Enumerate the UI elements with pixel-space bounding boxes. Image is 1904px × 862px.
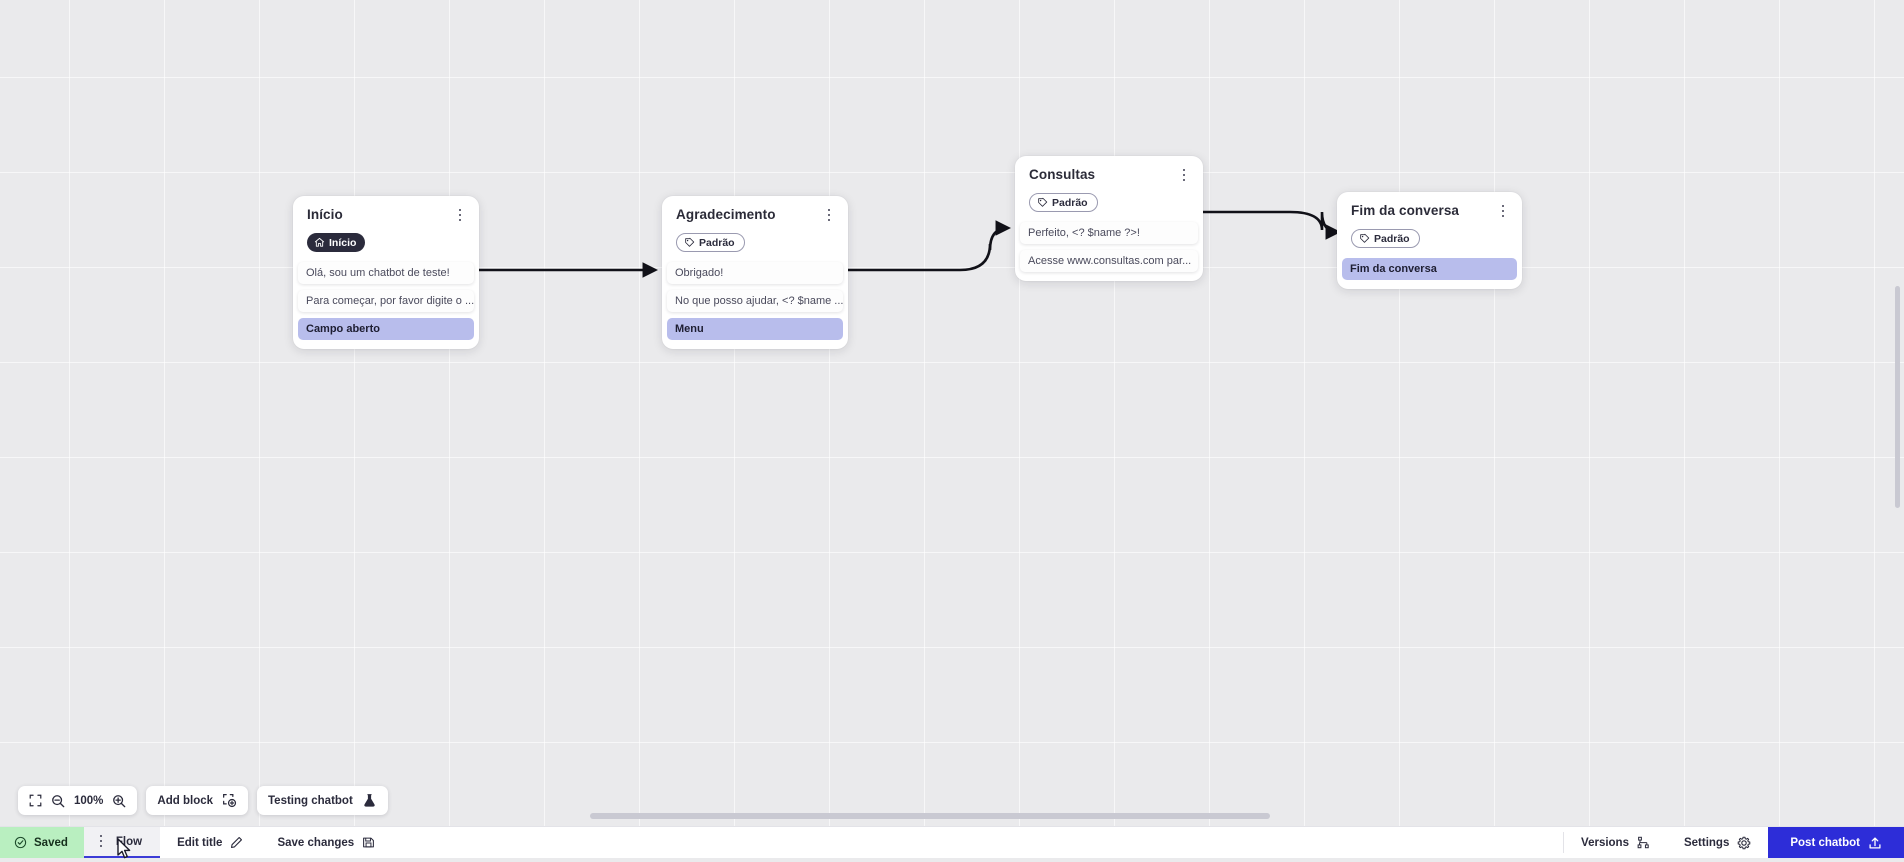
settings-label: Settings <box>1684 837 1729 849</box>
flow-node-agradecimento[interactable]: Agradecimento Padrão Obrigado! No que po… <box>662 196 848 349</box>
node-tags: Padrão <box>662 224 848 253</box>
add-block-icon <box>222 793 237 808</box>
fit-screen-icon[interactable] <box>29 794 42 807</box>
saved-status-badge: Saved <box>0 827 84 858</box>
node-tag-label: Padrão <box>699 237 735 249</box>
node-tag-label: Padrão <box>1374 233 1410 245</box>
edit-title-button[interactable]: Edit title <box>160 827 260 858</box>
node-title: Consultas <box>1029 167 1095 183</box>
node-tag-inicio[interactable]: Início <box>307 233 365 252</box>
floppy-icon <box>362 836 375 849</box>
node-tags: Padrão <box>1337 220 1522 249</box>
save-changes-button[interactable]: Save changes <box>260 827 392 858</box>
bottom-status-bar: Saved Flow Edit title Save changes <box>0 826 1904 858</box>
zoom-controls: 100% <box>18 786 137 815</box>
node-header: Fim da conversa <box>1337 203 1522 220</box>
node-row[interactable]: Obrigado! <box>667 262 843 284</box>
node-row[interactable]: Acesse www.consultas.com par... <box>1020 250 1198 272</box>
versions-label: Versions <box>1581 837 1629 849</box>
node-row[interactable]: Perfeito, <? $name ?>! <box>1020 222 1198 244</box>
flow-edges-layer <box>0 0 1904 826</box>
add-block-label: Add block <box>157 795 213 807</box>
tag-icon <box>1359 233 1370 244</box>
node-menu-icon[interactable] <box>1496 202 1510 220</box>
node-tags: Início <box>293 224 479 253</box>
node-rows: Olá, sou um chatbot de teste! Para começ… <box>293 262 479 340</box>
flow-canvas[interactable]: Início Início Olá, sou um chatbot de tes… <box>0 0 1904 826</box>
node-header: Agradecimento <box>662 207 848 224</box>
tag-icon <box>684 237 695 248</box>
canvas-toolbar: 100% Add block Testing chatbot <box>18 786 388 815</box>
flow-node-fim-da-conversa[interactable]: Fim da conversa Padrão Fim da conversa <box>1337 192 1522 289</box>
edge-agradecimento-to-consultas <box>848 228 1008 270</box>
flow-node-consultas[interactable]: Consultas Padrão Perfeito, <? $name ?>! … <box>1015 156 1203 281</box>
statusbar-left-group: Saved Flow Edit title Save changes <box>0 827 392 858</box>
branch-icon <box>1637 836 1650 849</box>
node-tag-padrao[interactable]: Padrão <box>1029 193 1098 212</box>
home-icon <box>314 237 325 248</box>
gear-icon <box>1737 836 1751 850</box>
node-tags: Padrão <box>1015 184 1203 213</box>
node-title: Início <box>307 207 343 223</box>
node-tag-label: Início <box>329 237 356 249</box>
flask-icon <box>362 793 377 808</box>
save-changes-label: Save changes <box>277 837 354 849</box>
testing-chatbot-label: Testing chatbot <box>268 795 353 807</box>
statusbar-right-group: Versions Settings Post chatbot <box>1563 827 1904 858</box>
settings-button[interactable]: Settings <box>1667 827 1768 858</box>
vertical-scrollbar[interactable] <box>1895 286 1900 508</box>
saved-status-label: Saved <box>34 837 68 849</box>
zoom-level-label: 100% <box>74 795 103 807</box>
node-rows: Fim da conversa <box>1337 258 1522 280</box>
node-row[interactable]: Para começar, por favor digite o ... <box>298 290 474 312</box>
check-circle-icon <box>14 836 27 849</box>
node-tag-label: Padrão <box>1052 197 1088 209</box>
tab-flow[interactable]: Flow <box>84 827 160 858</box>
node-rows: Perfeito, <? $name ?>! Acesse www.consul… <box>1015 222 1203 272</box>
node-menu-icon[interactable] <box>822 206 836 224</box>
node-row[interactable]: Olá, sou um chatbot de teste! <box>298 262 474 284</box>
flow-node-inicio[interactable]: Início Início Olá, sou um chatbot de tes… <box>293 196 479 349</box>
node-title: Fim da conversa <box>1351 203 1459 219</box>
node-tag-padrao[interactable]: Padrão <box>676 233 745 252</box>
add-block-button[interactable]: Add block <box>146 786 248 815</box>
zoom-out-icon[interactable] <box>51 794 65 808</box>
node-menu-icon[interactable] <box>1177 166 1191 184</box>
edit-title-label: Edit title <box>177 837 222 849</box>
node-tag-padrao[interactable]: Padrão <box>1351 229 1420 248</box>
post-chatbot-label: Post chatbot <box>1790 837 1860 849</box>
node-title: Agradecimento <box>676 207 776 223</box>
node-header: Início <box>293 207 479 224</box>
node-row[interactable]: Menu <box>667 318 843 340</box>
tag-icon <box>1037 197 1048 208</box>
versions-button[interactable]: Versions <box>1564 827 1667 858</box>
tab-flow-label: Flow <box>116 836 142 848</box>
testing-chatbot-button[interactable]: Testing chatbot <box>257 786 388 815</box>
horizontal-scrollbar[interactable] <box>590 813 1270 819</box>
pencil-icon <box>230 836 243 849</box>
node-row[interactable]: Campo aberto <box>298 318 474 340</box>
upload-icon <box>1868 836 1882 850</box>
edge-consultas-to-fim <box>1203 212 1338 232</box>
node-header: Consultas <box>1015 167 1203 184</box>
node-row[interactable]: Fim da conversa <box>1342 258 1517 280</box>
node-rows: Obrigado! No que posso ajudar, <? $name … <box>662 262 848 340</box>
node-menu-icon[interactable] <box>453 206 467 224</box>
zoom-in-icon[interactable] <box>112 794 126 808</box>
flow-menu-icon[interactable] <box>94 832 108 850</box>
post-chatbot-button[interactable]: Post chatbot <box>1768 827 1904 858</box>
node-row[interactable]: No que posso ajudar, <? $name ... <box>667 290 843 312</box>
